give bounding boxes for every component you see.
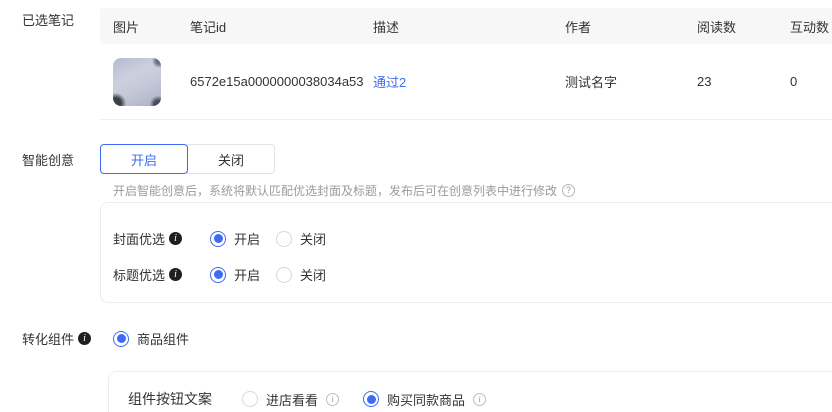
cover-optimize-label: 封面优选 bbox=[113, 232, 166, 247]
description-link[interactable]: 通过2 bbox=[373, 75, 407, 90]
conversion-component-row: 转化组件 i 商品组件 bbox=[22, 329, 189, 348]
section-label-selected-notes: 已选笔记 bbox=[22, 13, 75, 28]
radio-label: 开启 bbox=[234, 232, 261, 247]
radio-circle bbox=[276, 230, 293, 247]
section-label-conversion: 转化组件 bbox=[22, 332, 75, 347]
component-button-copy-label: 组件按钮文案 bbox=[128, 391, 212, 407]
description-cell: 通过2 bbox=[373, 72, 565, 91]
smart-creative-hint: 开启智能创意后，系统将默认匹配优选封面及标题，发布后可在创意列表中进行修改 ? bbox=[113, 182, 576, 199]
toggle-on-button[interactable]: 开启 bbox=[100, 144, 188, 174]
table-header-row: 图片 笔记id 描述 作者 阅读数 互动数 bbox=[100, 8, 832, 44]
note-image-cell bbox=[113, 57, 190, 106]
radio-cover-on[interactable]: 开启 bbox=[210, 229, 260, 248]
col-header-description: 描述 bbox=[373, 19, 400, 35]
selected-notes-table: 图片 笔记id 描述 作者 阅读数 互动数 6572e15a0000000038… bbox=[100, 8, 832, 120]
hint-text: 开启智能创意后，系统将默认匹配优选封面及标题，发布后可在创意列表中进行修改 bbox=[113, 184, 558, 198]
radio-buy-same-product[interactable]: 购买同款商品 i bbox=[363, 390, 487, 409]
note-thumbnail[interactable] bbox=[113, 57, 161, 106]
title-optimize-label: 标题优选 bbox=[113, 268, 166, 283]
col-header-interactions: 互动数 bbox=[790, 19, 830, 35]
radio-label: 进店看看 bbox=[266, 392, 319, 408]
title-optimize-row: 标题优选 i 开启 关闭 bbox=[113, 265, 326, 284]
note-id-cell: 6572e15a0000000038034a53 bbox=[190, 74, 364, 89]
info-icon[interactable]: i bbox=[78, 332, 92, 345]
col-header-image: 图片 bbox=[113, 19, 140, 35]
radio-label: 开启 bbox=[234, 268, 261, 283]
help-icon[interactable]: ? bbox=[562, 184, 576, 197]
radio-label: 关闭 bbox=[300, 268, 327, 283]
table-row: 6572e15a0000000038034a53 通过2 测试名字 23 0 bbox=[100, 44, 832, 120]
radio-label: 关闭 bbox=[300, 232, 327, 247]
radio-title-off[interactable]: 关闭 bbox=[276, 265, 326, 284]
component-button-panel: 组件按钮文案 进店看看 i 购买同款商品 i bbox=[108, 371, 832, 412]
component-button-copy-row: 组件按钮文案 进店看看 i 购买同款商品 i bbox=[128, 389, 510, 409]
radio-circle bbox=[113, 330, 130, 347]
col-header-author: 作者 bbox=[565, 19, 592, 35]
cover-optimize-row: 封面优选 i 开启 关闭 bbox=[113, 229, 326, 248]
smart-creative-toggle: 开启 关闭 bbox=[100, 144, 275, 174]
info-icon[interactable]: i bbox=[169, 232, 183, 245]
info-icon[interactable]: i bbox=[326, 392, 340, 406]
smart-creative-panel: 封面优选 i 开启 关闭 标题优选 i 开启 关闭 bbox=[100, 202, 832, 303]
author-cell: 测试名字 bbox=[565, 75, 618, 90]
radio-circle bbox=[210, 266, 227, 283]
section-label-smart-creative: 智能创意 bbox=[22, 153, 75, 168]
col-header-note-id: 笔记id bbox=[190, 19, 227, 35]
info-icon[interactable]: i bbox=[473, 392, 487, 406]
radio-cover-off[interactable]: 关闭 bbox=[276, 229, 326, 248]
radio-product-component[interactable]: 商品组件 bbox=[113, 329, 189, 348]
radio-circle bbox=[276, 266, 293, 283]
radio-circle bbox=[242, 391, 258, 407]
radio-visit-store[interactable]: 进店看看 i bbox=[242, 390, 340, 409]
radio-circle bbox=[363, 391, 380, 407]
radio-label: 购买同款商品 bbox=[387, 392, 466, 408]
toggle-off-button[interactable]: 关闭 bbox=[187, 144, 275, 174]
radio-label: 商品组件 bbox=[137, 332, 190, 347]
radio-circle bbox=[210, 230, 227, 247]
reads-cell: 23 bbox=[697, 74, 712, 89]
info-icon[interactable]: i bbox=[169, 268, 183, 281]
radio-title-on[interactable]: 开启 bbox=[210, 265, 260, 284]
interactions-cell: 0 bbox=[790, 74, 798, 89]
col-header-reads: 阅读数 bbox=[697, 19, 737, 35]
